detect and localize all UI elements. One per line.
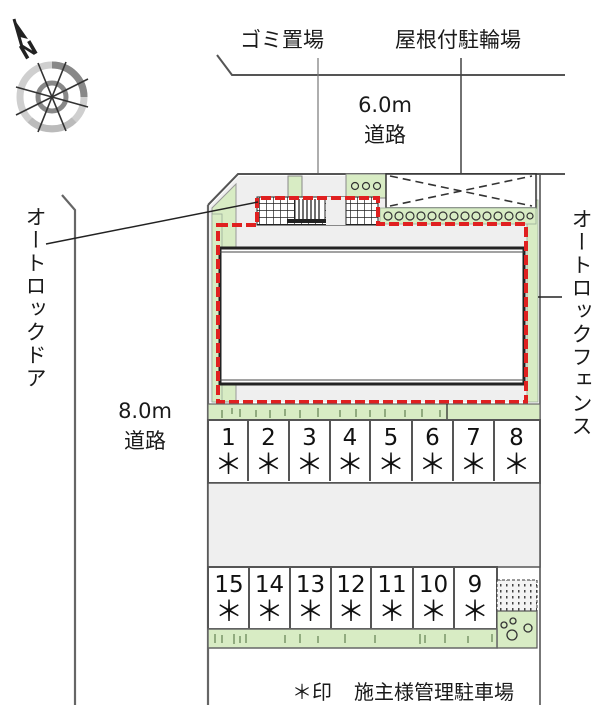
- parking-stall-1[interactable]: 1＊: [210, 421, 249, 481]
- parking-stall-12[interactable]: 12＊: [332, 568, 372, 628]
- parking-stall-14[interactable]: 14＊: [250, 568, 291, 628]
- west-road-width: 8.0m: [118, 399, 172, 423]
- north-road-width: 6.0m: [358, 93, 412, 117]
- north-road-edge: [216, 54, 565, 76]
- parking-row-bottom: 15＊ 14＊ 13＊ 12＊ 11＊ 10＊ 9＊: [210, 568, 495, 628]
- drive-aisle: [207, 482, 541, 568]
- parking-stall-9[interactable]: 9＊: [455, 568, 495, 628]
- west-road-edge: [61, 194, 77, 705]
- legend: ＊印施主様管理駐車場: [292, 676, 536, 705]
- north-road-name: 道路: [364, 123, 406, 147]
- parking-stall-11[interactable]: 11＊: [372, 568, 414, 628]
- parking-stall-5[interactable]: 5＊: [371, 421, 413, 481]
- west-road-label: 8.0m 道路: [100, 396, 190, 456]
- north-road-label: 6.0m 道路: [340, 90, 430, 150]
- autolock-boundary: [216, 196, 528, 404]
- north-arrow-compass-icon: [12, 18, 89, 133]
- parking-stall-3[interactable]: 3＊: [290, 421, 331, 481]
- garbage-area-label: ゴミ置場: [240, 28, 324, 52]
- legend-text: 施主様管理駐車場: [354, 680, 514, 704]
- parking-stall-13[interactable]: 13＊: [291, 568, 332, 628]
- autolock-door-leader-line: [45, 201, 259, 245]
- parking-stall-2[interactable]: 2＊: [249, 421, 290, 481]
- autolock-fence-label: オートロックフェンス: [569, 208, 593, 438]
- building-footprint: [218, 246, 526, 386]
- parking-stall-15[interactable]: 15＊: [210, 568, 250, 628]
- parking-stall-7[interactable]: 7＊: [454, 421, 495, 481]
- legend-symbol: ＊印: [292, 680, 332, 704]
- parking-stall-6[interactable]: 6＊: [413, 421, 454, 481]
- autolock-door-label: オートロックドア: [23, 206, 47, 390]
- covered-bicycle-parking-label: 屋根付駐輪場: [395, 28, 521, 52]
- west-road-name: 道路: [124, 429, 166, 453]
- parking-stall-8[interactable]: 8＊: [495, 421, 538, 481]
- parking-stall-10[interactable]: 10＊: [414, 568, 455, 628]
- parking-stall-4[interactable]: 4＊: [331, 421, 371, 481]
- parking-row-top: 1＊ 2＊ 3＊ 4＊ 5＊ 6＊ 7＊ 8＊: [210, 421, 538, 482]
